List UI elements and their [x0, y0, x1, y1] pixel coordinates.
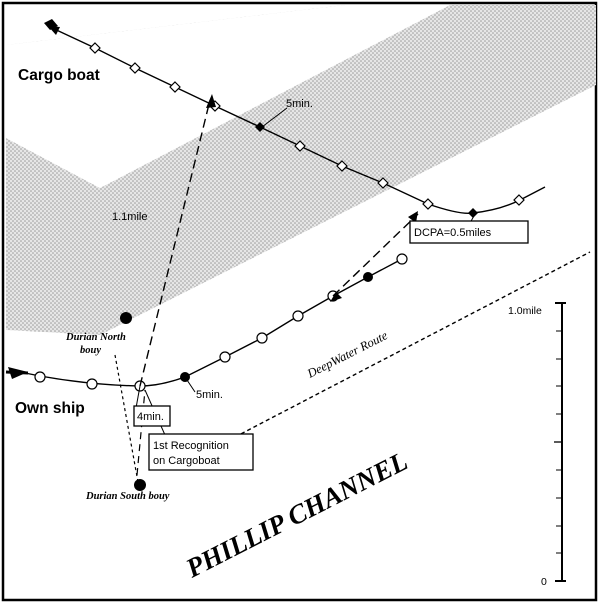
deepwater-route-boundary [209, 251, 591, 451]
cargo-marker [129, 62, 141, 74]
recognition-label-line2: on Cargoboat [153, 455, 220, 467]
durian-north-label-line2: bouy [80, 345, 101, 356]
durian-south-label: Durian South bouy [85, 491, 170, 502]
scale-top-label: 1.0mile [508, 305, 542, 317]
cargo-marker [169, 81, 181, 93]
distance-label: 1.1mile [112, 211, 147, 223]
cargo-marker [422, 198, 434, 210]
own-marker [256, 332, 268, 344]
leader-own-4min [135, 385, 141, 409]
own-marker [292, 310, 304, 322]
own-marker [86, 378, 98, 390]
bearing-arrow-icon [206, 94, 216, 108]
own-marker [219, 351, 231, 363]
cargo-start-marker-icon [44, 19, 58, 30]
deepwater-route-label: DeepWater Route [304, 328, 390, 381]
cargo-5min-label: 5min. [286, 98, 313, 110]
own-marker-cpa [363, 272, 373, 282]
own-marker [34, 371, 46, 383]
recognition-box [148, 433, 254, 471]
own-5min-label: 5min. [196, 389, 223, 401]
cargo-boat-label: Cargo boat [18, 67, 100, 84]
leader-own-5min [184, 376, 196, 393]
own-position-markers [34, 253, 408, 392]
scale-bottom-label: 0 [541, 576, 547, 588]
durian-north-buoy-icon [120, 312, 132, 324]
cargo-position-markers [89, 42, 525, 210]
recognition-line [136, 389, 146, 476]
bearing-line-distance [139, 99, 211, 387]
scale-bar [554, 302, 566, 582]
durian-south-buoy-icon [134, 479, 146, 491]
shaded-zone-cutout [6, 5, 450, 188]
dcpa-label: DCPA=0.5miles [414, 227, 492, 239]
recognition-label-line1: 1st Recognition [153, 440, 229, 452]
cargo-marker [89, 42, 101, 54]
shaded-traffic-zone [6, 5, 596, 335]
cargo-filled-markers [255, 122, 478, 218]
leader-cargo-5min [261, 107, 288, 128]
own-marker [396, 253, 408, 265]
own-4min-box [133, 405, 171, 427]
cargo-marker [336, 160, 348, 172]
own-4min-label: 4min. [137, 411, 164, 423]
cargo-marker [377, 177, 389, 189]
cargo-marker-5min [255, 122, 265, 132]
dcpa-arrow-upper-icon [408, 211, 418, 223]
cargo-marker-cpa [468, 208, 478, 218]
cargo-marker [513, 194, 525, 206]
cargo-marker [294, 140, 306, 152]
dcpa-line [332, 213, 419, 297]
own-ship-label: Own ship [15, 400, 85, 417]
dcpa-box [409, 220, 529, 244]
durian-north-label-line1: Durian North [65, 332, 126, 343]
dcpa-arrow-lower-icon [330, 292, 342, 302]
